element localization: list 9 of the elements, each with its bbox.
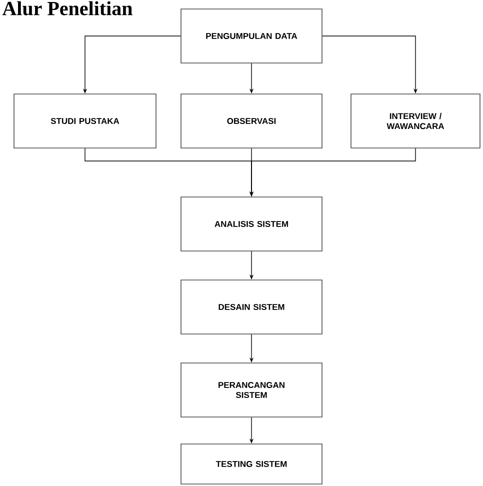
process-box: PENGUMPULAN DATA	[180, 8, 322, 64]
process-box: OBSERVASI	[180, 94, 322, 148]
process-box: STUDI PUSTAKA	[14, 94, 156, 148]
process-box: ANALISIS SISTEM	[180, 196, 322, 252]
process-box: TESTING SISTEM	[180, 444, 322, 484]
process-box: PERANCANGAN SISTEM	[180, 362, 322, 418]
heading: Alur Penelitian	[2, 1, 132, 16]
process-box: DESAIN SISTEM	[180, 280, 322, 334]
process-box: INTERVIEW / WAWANCARA	[350, 94, 480, 148]
